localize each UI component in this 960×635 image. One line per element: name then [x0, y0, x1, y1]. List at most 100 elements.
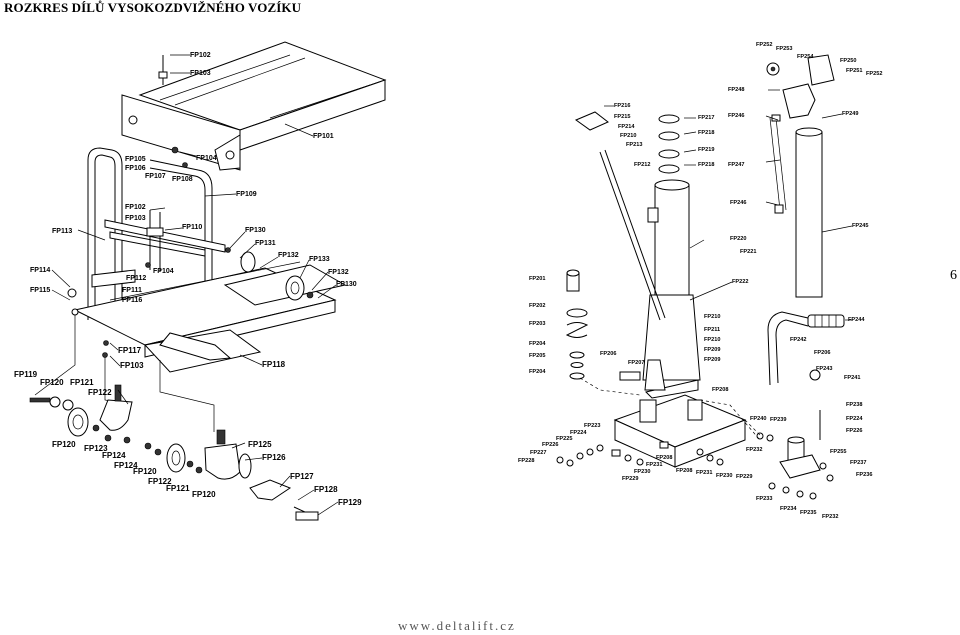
part-label: FP214: [618, 124, 635, 130]
part-label: FP209: [704, 357, 720, 363]
part-label: FP246: [730, 200, 746, 206]
part-label: FP120: [133, 467, 157, 476]
part-label: FP203: [529, 321, 545, 327]
part-label: FP228: [518, 458, 534, 464]
part-label: FP226: [846, 428, 862, 434]
part-label: FP224: [846, 416, 863, 422]
part-label: FP133: [309, 256, 330, 263]
hydraulic-assembly-drawing: [556, 54, 853, 500]
part-label: FP208: [676, 468, 692, 474]
part-label: FP115: [30, 287, 50, 294]
part-label: FP218: [698, 162, 714, 168]
part-label: FP128: [314, 485, 338, 494]
part-label: FP234: [780, 506, 797, 512]
part-label: FP246: [728, 113, 744, 119]
part-label: FP113: [52, 228, 72, 235]
part-label: FP118: [262, 360, 286, 369]
part-label: FP109: [236, 191, 257, 198]
part-label: FP212: [634, 162, 650, 168]
part-label: FP252: [756, 42, 772, 48]
part-label: FP124: [102, 451, 126, 460]
part-label: FP114: [30, 267, 50, 274]
part-label: FP112: [126, 275, 146, 282]
part-label: FP201: [529, 276, 545, 282]
part-label: FP206: [600, 351, 616, 357]
part-label: FP117: [118, 346, 142, 355]
part-label: FP107: [145, 173, 166, 180]
part-label: FP205: [529, 353, 545, 359]
part-label: FP241: [844, 375, 860, 381]
part-label: FP240: [750, 416, 766, 422]
part-label: FP121: [166, 484, 190, 493]
part-label: FP126: [262, 453, 286, 462]
part-label: FP103: [190, 70, 211, 77]
part-label: FP210: [704, 314, 720, 320]
part-label: FP122: [88, 388, 112, 397]
part-label: FP231: [646, 462, 662, 468]
part-label: FP124: [114, 461, 138, 470]
part-label: FP104: [153, 268, 174, 275]
page-title: ROZKRES DÍLŮ VYSOKOZDVIŽNÉHO VOZÍKU: [4, 0, 302, 15]
part-label: FP208: [712, 387, 728, 393]
part-label: FP122: [148, 477, 172, 486]
part-label: FP230: [716, 473, 732, 479]
part-label: FP232: [746, 447, 762, 453]
part-label: FP245: [852, 223, 868, 229]
part-label: FP217: [698, 115, 714, 121]
part-label: FP206: [814, 350, 830, 356]
part-label: FP102: [190, 52, 211, 59]
part-label: FP242: [790, 337, 806, 343]
part-label: FP102: [125, 204, 146, 211]
part-label: FP123: [84, 444, 108, 453]
part-label: FP219: [698, 147, 714, 153]
part-label: FP132: [278, 252, 299, 259]
right-part-labels: FP216FP215FP214FP210FP213FP212FP217FP218…: [518, 42, 882, 520]
part-label: FP227: [530, 450, 546, 456]
part-label: FP239: [770, 417, 786, 423]
part-label: FP248: [728, 87, 744, 93]
part-label: FP223: [584, 423, 600, 429]
part-label: FP233: [756, 496, 772, 502]
part-label: FP232: [822, 514, 838, 520]
part-label: FP103: [125, 215, 146, 222]
part-label: FP208: [656, 455, 672, 461]
part-label: FP110: [182, 224, 202, 231]
part-label: FP202: [529, 303, 545, 309]
part-label: FP130: [245, 227, 266, 234]
part-label: FP104: [196, 155, 217, 162]
part-label: FP216: [614, 103, 630, 109]
part-label: FP250: [840, 58, 856, 64]
part-label: FP210: [620, 133, 636, 139]
part-label: FP120: [40, 378, 64, 387]
part-label: FP120: [192, 490, 216, 499]
part-label: FP224: [570, 430, 587, 436]
part-label: FP231: [696, 470, 712, 476]
part-label: FP235: [800, 510, 816, 516]
part-label: FP229: [622, 476, 638, 482]
part-label: FP209: [704, 347, 720, 353]
part-label: FP119: [14, 370, 38, 379]
part-label: FP105: [125, 156, 146, 163]
part-label: FP103: [120, 361, 144, 370]
part-label: FP243: [816, 366, 832, 372]
part-label: FP237: [850, 460, 866, 466]
part-label: FP106: [125, 165, 146, 172]
part-label: FP210: [704, 337, 720, 343]
part-label: FP132: [328, 269, 349, 276]
part-label: FP244: [848, 317, 865, 323]
part-label: FP221: [740, 249, 756, 255]
part-label: FP215: [614, 114, 630, 120]
part-label: FP254: [797, 54, 814, 60]
part-label: FP120: [52, 440, 76, 449]
part-label: FP101: [313, 133, 334, 140]
part-label: FP252: [866, 71, 882, 77]
part-label: FP238: [846, 402, 862, 408]
part-label: FP125: [248, 440, 272, 449]
part-label: FP229: [736, 474, 752, 480]
part-label: FP220: [730, 236, 746, 242]
footer-website: www.deltalift.cz: [398, 618, 516, 633]
page-number: 6: [950, 268, 957, 283]
part-label: FP226: [542, 442, 558, 448]
part-label: FP236: [856, 472, 872, 478]
